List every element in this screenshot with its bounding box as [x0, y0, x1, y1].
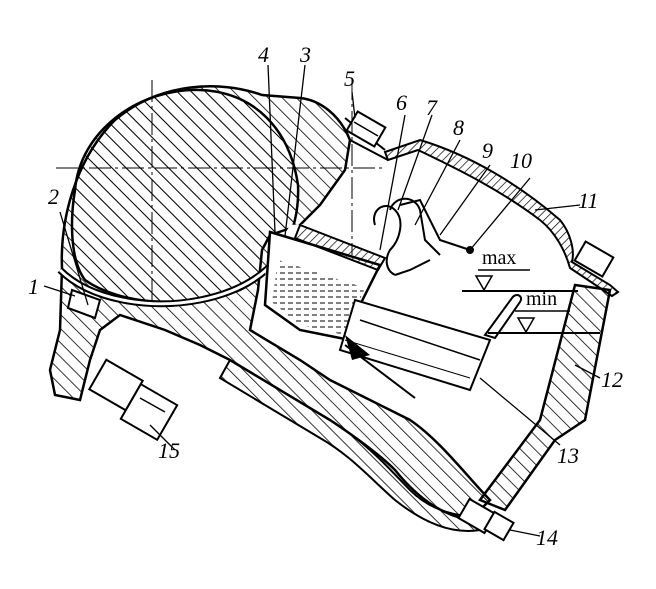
- end-wall-12: [478, 283, 612, 512]
- bolt-14: [457, 497, 515, 542]
- part-number-9: 9: [482, 138, 493, 163]
- part-number-4: 4: [258, 42, 269, 67]
- max-label: max: [482, 247, 516, 269]
- part-number-10: 10: [510, 148, 532, 173]
- min-label: min: [526, 288, 557, 310]
- wick-felt: [293, 223, 387, 272]
- part-number-6: 6: [396, 90, 407, 115]
- part-number-14: 14: [536, 525, 558, 550]
- leader-lines: [43, 64, 601, 537]
- part-number-5: 5: [344, 66, 355, 91]
- part-number-1: 1: [28, 274, 39, 299]
- centre-lines: [56, 78, 385, 300]
- screw-1: [66, 288, 102, 320]
- min-level-marker: [488, 310, 600, 334]
- level-lever: [483, 294, 522, 340]
- part-number-8: 8: [453, 115, 464, 140]
- oil-liquid: [272, 260, 365, 335]
- part-number-7: 7: [426, 95, 438, 120]
- max-level-marker: [462, 269, 578, 292]
- pipe-13: [338, 298, 492, 392]
- part-number-2: 2: [48, 184, 59, 209]
- part-number-12: 12: [601, 367, 623, 392]
- part-number-13: 13: [557, 443, 579, 468]
- spring-clip: [373, 197, 474, 276]
- part-number-15: 15: [158, 438, 180, 463]
- part-number-3: 3: [299, 42, 311, 67]
- bolt-15: [87, 358, 179, 442]
- bolt-cover-right: [573, 240, 615, 278]
- cover-11: [383, 138, 620, 298]
- part-number-11: 11: [578, 188, 598, 213]
